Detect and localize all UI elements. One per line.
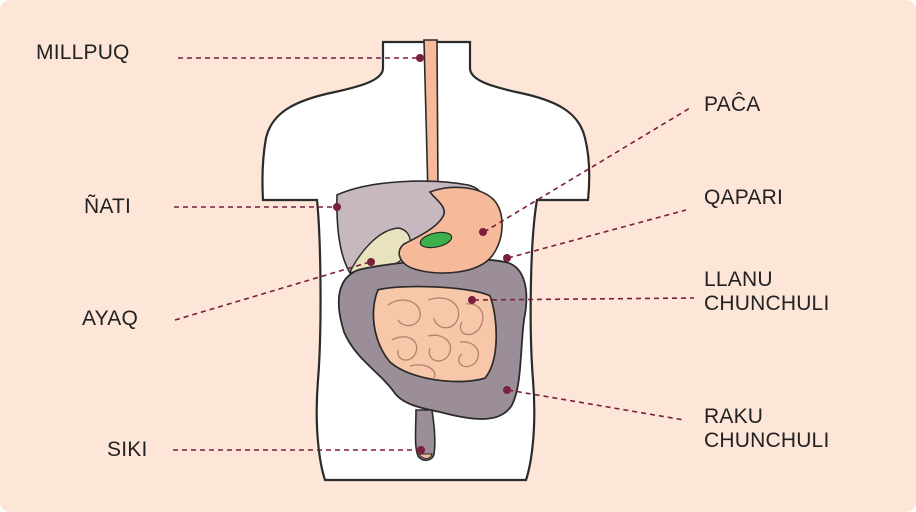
leader-dot-ayaq bbox=[367, 258, 375, 266]
label-paca: PAĈA bbox=[704, 93, 760, 117]
label-raku-line2: CHUNCHULI bbox=[704, 429, 829, 453]
label-siki: SIKI bbox=[107, 438, 147, 462]
label-nati: ÑATI bbox=[84, 195, 131, 219]
leader-dot-millpuq bbox=[416, 54, 424, 62]
leader-dot-nati bbox=[333, 203, 341, 211]
label-millpuq: MILLPUQ bbox=[36, 41, 130, 65]
label-llanu-line2: CHUNCHULI bbox=[704, 292, 829, 316]
leader-dot-qapari bbox=[503, 254, 511, 262]
label-llanu-line1: LLANU bbox=[704, 268, 829, 292]
leader-dot-paca bbox=[479, 228, 487, 236]
label-raku-chunchuli: RAKU CHUNCHULI bbox=[704, 405, 829, 453]
label-qapari: QAPARI bbox=[704, 186, 783, 210]
leader-dot-llanu bbox=[468, 296, 476, 304]
leader-dot-siki bbox=[417, 446, 425, 454]
label-raku-line1: RAKU bbox=[704, 405, 829, 429]
label-ayaq: AYAQ bbox=[82, 307, 138, 331]
label-llanu-chunchuli: LLANU CHUNCHULI bbox=[704, 268, 829, 316]
leader-dot-raku bbox=[503, 386, 511, 394]
